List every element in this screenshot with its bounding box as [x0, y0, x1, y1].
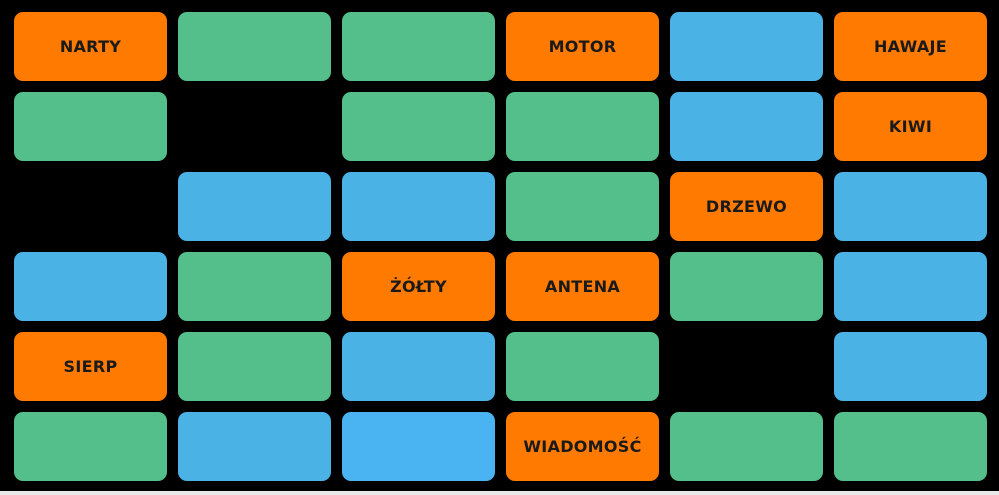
tile-label: WIADOMOŚĆ	[523, 437, 642, 456]
tile-green[interactable]	[342, 12, 495, 81]
tile-green[interactable]	[670, 412, 823, 481]
tile-green[interactable]	[506, 332, 659, 401]
tile-green[interactable]	[670, 252, 823, 321]
tile-orange[interactable]: ANTENA	[506, 252, 659, 321]
tile-green[interactable]	[342, 92, 495, 161]
tile-orange[interactable]: WIADOMOŚĆ	[506, 412, 659, 481]
tile-orange[interactable]: KIWI	[834, 92, 987, 161]
tile-blue[interactable]	[14, 252, 167, 321]
tile-blue[interactable]	[670, 12, 823, 81]
tile-green[interactable]	[178, 12, 331, 81]
tile-label: MOTOR	[548, 37, 617, 56]
tile-label: HAWAJE	[873, 37, 948, 56]
tile-orange[interactable]: DRZEWO	[670, 172, 823, 241]
tile-label: ŻÓŁTY	[390, 277, 447, 296]
tile-blue_bright[interactable]	[342, 412, 495, 481]
tile-blue[interactable]	[342, 172, 495, 241]
tile-orange[interactable]: ŻÓŁTY	[342, 252, 495, 321]
tile-blue[interactable]	[834, 332, 987, 401]
tile-blue[interactable]	[834, 252, 987, 321]
tile-green[interactable]	[178, 332, 331, 401]
tile-blue[interactable]	[670, 92, 823, 161]
tile-orange[interactable]: MOTOR	[506, 12, 659, 81]
tile-green[interactable]	[178, 252, 331, 321]
empty-slot	[670, 332, 823, 401]
empty-slot	[14, 172, 167, 241]
tile-label: SIERP	[63, 357, 118, 376]
tile-green[interactable]	[506, 172, 659, 241]
bottom-border	[0, 491, 999, 495]
tile-green[interactable]	[14, 92, 167, 161]
tile-label: ANTENA	[544, 277, 621, 296]
empty-slot	[178, 92, 331, 161]
tile-label: NARTY	[59, 37, 122, 56]
tile-orange[interactable]: SIERP	[14, 332, 167, 401]
tile-blue[interactable]	[834, 172, 987, 241]
tile-label: DRZEWO	[705, 197, 788, 216]
tile-blue[interactable]	[342, 332, 495, 401]
tile-blue[interactable]	[178, 172, 331, 241]
tile-orange[interactable]: HAWAJE	[834, 12, 987, 81]
tile-label: KIWI	[888, 117, 933, 136]
tile-green[interactable]	[14, 412, 167, 481]
tile-orange[interactable]: NARTY	[14, 12, 167, 81]
tile-blue[interactable]	[178, 412, 331, 481]
tile-green[interactable]	[506, 92, 659, 161]
tile-green[interactable]	[834, 412, 987, 481]
